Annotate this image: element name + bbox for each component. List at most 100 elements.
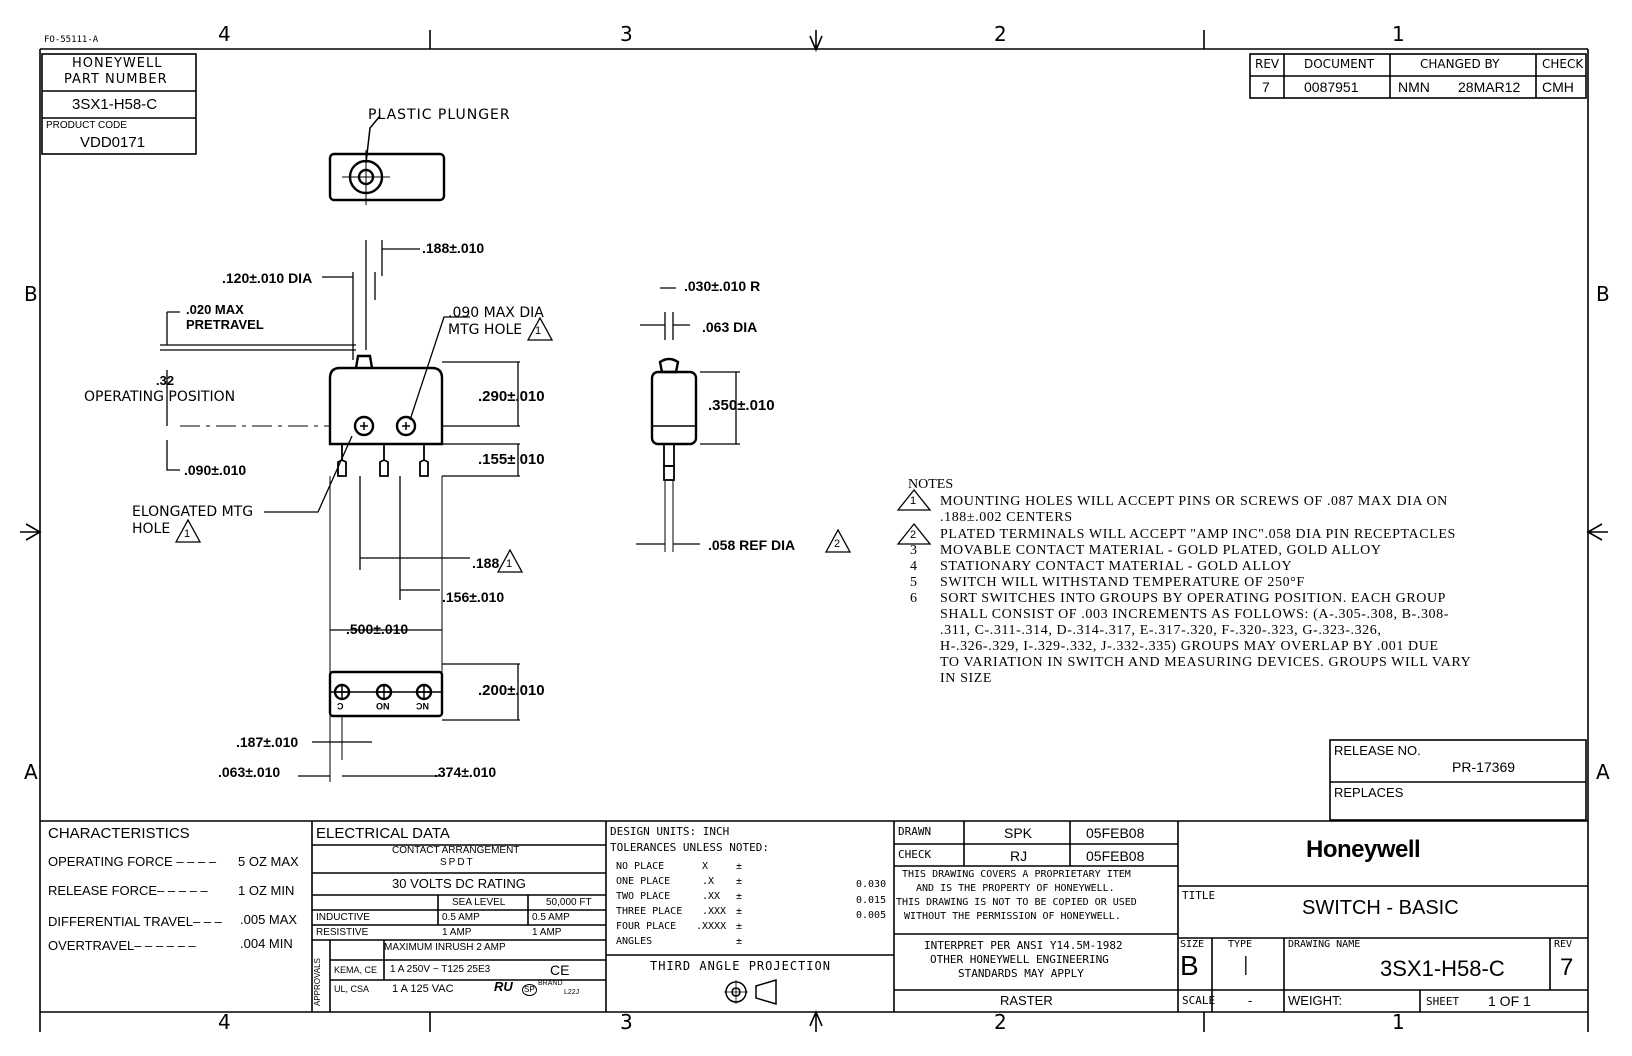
weight-label: WEIGHT: bbox=[1288, 993, 1343, 1008]
flag-2-058 bbox=[824, 528, 852, 553]
electrical-title: ELECTRICAL DATA bbox=[316, 825, 450, 842]
drawing-name-label: DRAWING NAME bbox=[1288, 939, 1361, 950]
inductive-alt: 0.5 AMP bbox=[532, 912, 570, 923]
drawing-title: SWITCH - BASIC bbox=[1302, 897, 1459, 919]
check-header: CHECK bbox=[1542, 57, 1584, 71]
ul-value: 1 A 125 VAC bbox=[392, 983, 454, 995]
design-units: DESIGN UNITS: INCH bbox=[610, 825, 730, 838]
resistive-sea: 1 AMP bbox=[442, 927, 472, 938]
flag-note-2 bbox=[896, 522, 932, 545]
zone-column-4: 4 bbox=[218, 22, 231, 46]
note-3-line-1: MOVABLE CONTACT MATERIAL - GOLD PLATED, … bbox=[940, 543, 1382, 558]
document-value: 0087951 bbox=[1304, 79, 1359, 95]
check-value: CMH bbox=[1542, 79, 1574, 95]
note-5-line-1: SWITCH WILL WITHSTAND TEMPERATURE OF 250… bbox=[940, 575, 1305, 590]
honeywell-logo: Honeywell bbox=[1306, 836, 1421, 863]
col-sea-level: SEA LEVEL bbox=[452, 897, 506, 908]
front-view bbox=[180, 354, 470, 680]
side-view bbox=[650, 357, 698, 552]
tol-three-place-val: 0.005 bbox=[856, 910, 887, 921]
tol-one-place-fmt: .X bbox=[702, 876, 715, 887]
product-code-label: PRODUCT CODE bbox=[46, 120, 127, 131]
note-6-num: 6 bbox=[910, 591, 917, 606]
char-differential-label: DIFFERENTIAL TRAVEL– – – bbox=[48, 914, 222, 929]
note-1-line-1: MOUNTING HOLES WILL ACCEPT PINS OR SCREW… bbox=[940, 494, 1448, 509]
callout-155: .155± 010 bbox=[478, 451, 545, 468]
zone-column-4-bottom: 4 bbox=[218, 1010, 231, 1034]
max-inrush: MAXIMUM INRUSH 2 AMP bbox=[384, 942, 506, 953]
note-6-line-5: TO VARIATION IN SWITCH AND MEASURING DEV… bbox=[940, 655, 1472, 670]
changed-by-value: NMN bbox=[1398, 79, 1430, 95]
rev-value: 7 bbox=[1262, 79, 1270, 95]
col-50000-ft: 50,000 FT bbox=[546, 897, 592, 908]
brand-value: L22J bbox=[564, 989, 580, 996]
callout-500: .500±.010 bbox=[346, 621, 409, 637]
contact-arrangement-label: CONTACT ARRANGEMENT bbox=[392, 845, 520, 856]
callout-operating-position-1: .32 bbox=[156, 373, 175, 388]
zone-column-1-bottom: 1 bbox=[1392, 1010, 1405, 1034]
zone-column-3: 3 bbox=[620, 22, 633, 46]
document-header: DOCUMENT bbox=[1304, 57, 1375, 71]
note-2-line-1: PLATED TERMINALS WILL ACCEPT "AMP INC".0… bbox=[940, 527, 1456, 542]
proprietary-line-4: WITHOUT THE PERMISSION OF HONEYWELL. bbox=[904, 911, 1121, 922]
callout-plastic-plunger: PLASTIC PLUNGER bbox=[368, 107, 511, 123]
drawn-by: SPK bbox=[1004, 825, 1033, 841]
char-release-force-label: RELEASE FORCE– – – – – bbox=[48, 883, 208, 898]
part-box-header-1: HONEYWELL bbox=[72, 56, 163, 71]
ur-mark: RU bbox=[494, 979, 513, 994]
raster-label: RASTER bbox=[1000, 993, 1053, 1008]
part-number: 3SX1-H58-C bbox=[72, 96, 158, 113]
sheet-value: 1 OF 1 bbox=[1488, 993, 1531, 1009]
check-by: RJ bbox=[1010, 848, 1028, 864]
callout-elongated-1: ELONGATED MTG bbox=[132, 504, 254, 520]
tol-four-place-label: FOUR PLACE bbox=[616, 921, 677, 932]
flag-1-mtg-hole-num: 1 bbox=[535, 325, 542, 337]
type-label: TYPE bbox=[1228, 939, 1253, 950]
rev-value-title: 7 bbox=[1560, 954, 1574, 981]
callout-350: .350±.010 bbox=[708, 397, 775, 414]
drawn-label: DRAWN bbox=[898, 825, 932, 838]
callout-374: .374±.010 bbox=[434, 764, 497, 780]
inductive-label: INDUCTIVE bbox=[316, 912, 370, 923]
zone-row-b-right: B bbox=[1596, 282, 1610, 306]
callout-operating-position-2: OPERATING POSITION bbox=[84, 389, 236, 405]
callout-063: .063±.010 bbox=[218, 764, 281, 780]
bottom-view bbox=[328, 670, 444, 782]
release-block-frame bbox=[1329, 739, 1587, 821]
callout-156: .156±.010 bbox=[442, 589, 505, 605]
zone-row-a-right: A bbox=[1596, 760, 1610, 784]
note-5-num: 5 bbox=[910, 575, 917, 590]
resistive-label: RESISTIVE bbox=[316, 927, 369, 938]
callout-090: .090±.010 bbox=[184, 462, 247, 478]
size-value: B bbox=[1180, 950, 1199, 981]
callout-elongated-2: HOLE bbox=[132, 521, 171, 537]
note-6-line-6: IN SIZE bbox=[940, 671, 993, 686]
zone-column-2-bottom: 2 bbox=[994, 1010, 1007, 1034]
check-date: 05FEB08 bbox=[1086, 848, 1145, 864]
tol-angles-label: ANGLES bbox=[616, 936, 653, 947]
drawn-date: 05FEB08 bbox=[1086, 825, 1145, 841]
tol-four-place-fmt: .XXXX bbox=[696, 921, 727, 932]
ce-mark: CE bbox=[550, 962, 570, 978]
title-label: TITLE bbox=[1182, 889, 1216, 902]
flag-note-1-num: 1 bbox=[910, 495, 917, 507]
zone-column-2: 2 bbox=[994, 22, 1007, 46]
ansi-line-1: INTERPRET PER ANSI Y14.5M-1982 bbox=[924, 939, 1123, 952]
release-label: RELEASE NO. bbox=[1334, 743, 1421, 758]
approvals-label: APPROVALS bbox=[313, 958, 322, 1006]
zone-column-3-bottom: 3 bbox=[620, 1010, 633, 1034]
kema-value: 1 A 250V ~ T125 25E3 bbox=[390, 964, 491, 975]
part-box-frame bbox=[41, 53, 197, 155]
tol-one-place-label: ONE PLACE bbox=[616, 876, 671, 887]
tol-no-place-label: NO PLACE bbox=[616, 861, 665, 872]
callout-mtg-hole-1: .090 MAX DIA bbox=[448, 305, 544, 321]
tol-two-place-pm: ± bbox=[736, 891, 743, 902]
change-date-value: 28MAR12 bbox=[1458, 79, 1521, 95]
sheet-label: SHEET bbox=[1426, 995, 1460, 1008]
scale-label: SCALE bbox=[1182, 994, 1216, 1007]
tol-one-place-val: 0.030 bbox=[856, 879, 887, 890]
zone-column-1: 1 bbox=[1392, 22, 1405, 46]
char-operating-force-label: OPERATING FORCE – – – – bbox=[48, 854, 217, 869]
scale-value: - bbox=[1248, 993, 1253, 1008]
